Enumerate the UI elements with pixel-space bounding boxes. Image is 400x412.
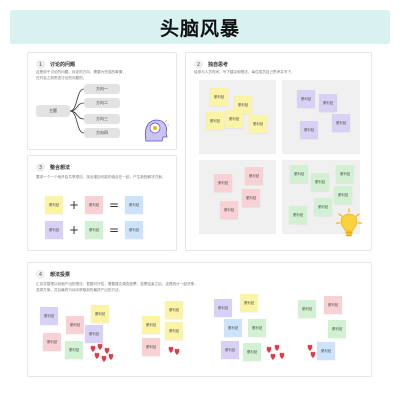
- sticky-note[interactable]: 便利贴: [45, 196, 63, 214]
- sticky-note[interactable]: 便利贴: [91, 305, 109, 323]
- sticky-note[interactable]: 便利贴: [332, 114, 350, 132]
- sticky-note[interactable]: 便利贴: [289, 206, 307, 224]
- description-line: 汇总并整理从前面产出的想法，根据可行性，需要建议调查投票，投票结束之后，这是统计…: [36, 282, 198, 286]
- description-line: 这是用于讨论的问题、待定的方向、需要为完成的事情，: [36, 70, 126, 74]
- heart-vote-icon: [90, 343, 114, 362]
- light-bulb-icon: [335, 208, 363, 237]
- sticky-note[interactable]: 便利贴: [142, 316, 160, 334]
- thinking-head-icon: [144, 119, 169, 142]
- section-title: 整合想法: [50, 165, 71, 171]
- sticky-note[interactable]: 便利贴: [85, 325, 103, 343]
- sticky-note[interactable]: 便利贴: [214, 174, 232, 192]
- section-discussion-card[interactable]: 1 讨论的问题 这是用于讨论的问题、待定的方向、需要为完成的事情， 在开会之前陈…: [27, 52, 177, 150]
- sticky-note[interactable]: 便利贴: [324, 296, 342, 314]
- sticky-note[interactable]: 便利贴: [297, 90, 315, 108]
- sticky-note[interactable]: 便利贴: [220, 201, 238, 219]
- section-header: 3 整合想法: [36, 163, 70, 172]
- section-title: 想法投票: [50, 272, 71, 278]
- sticky-note[interactable]: 便利贴: [334, 186, 352, 204]
- section-number: 3: [36, 163, 45, 172]
- sticky-note[interactable]: 便利贴: [125, 196, 143, 214]
- mindmap-branch-node[interactable]: 方向二: [84, 98, 120, 108]
- page-title: 头脑风暴: [159, 17, 240, 40]
- section-description: 这是用于讨论的问题、待定的方向、需要为完成的事情， 在开会之前陈述讨论的问题的。: [36, 69, 171, 81]
- plus-sign: +: [69, 198, 80, 212]
- sticky-note[interactable]: 便利贴: [249, 115, 267, 133]
- sticky-note[interactable]: 便利贴: [125, 221, 143, 239]
- sticky-note[interactable]: 便利贴: [65, 341, 83, 359]
- mindmap-branch-node[interactable]: 方向一: [84, 84, 120, 94]
- sticky-note[interactable]: 便利贴: [206, 112, 224, 130]
- section-number: 2: [194, 60, 203, 69]
- section-vote-card[interactable]: 4 想法投票 汇总并整理从前面产出的想法，根据可行性，需要建议调查投票，投票结束…: [27, 262, 372, 377]
- sticky-note[interactable]: 便利贴: [234, 96, 252, 114]
- section-title: 讨论的问题: [50, 62, 76, 68]
- sticky-note[interactable]: 便利贴: [165, 322, 183, 340]
- mindmap-branch-node[interactable]: 方向三: [84, 114, 120, 124]
- sticky-note[interactable]: 便利贴: [165, 301, 183, 319]
- description-line: 在开会之前陈述讨论的问题的。: [36, 76, 87, 80]
- sticky-note[interactable]: 便利贴: [214, 299, 232, 317]
- mindmap-branch-node[interactable]: 方向四: [84, 128, 120, 138]
- heart-vote-icon: [266, 344, 285, 360]
- sticky-note[interactable]: 便利贴: [45, 221, 63, 239]
- mindmap-root-node[interactable]: 主题: [36, 105, 70, 117]
- sticky-note[interactable]: 便利贴: [85, 221, 103, 239]
- sticky-note[interactable]: 便利贴: [248, 319, 266, 337]
- plus-sign: +: [69, 223, 80, 237]
- section-number: 1: [36, 60, 45, 69]
- section-combine-ideas-card[interactable]: 3 整合想法 要求一个一个地开启共享想法，找出增加可能的组合在一起，产生新的解决…: [27, 155, 177, 251]
- sticky-note[interactable]: 便利贴: [245, 167, 263, 185]
- sticky-note[interactable]: 便利贴: [210, 88, 228, 106]
- title-banner: 头脑风暴: [10, 10, 390, 44]
- section-header: 1 讨论的问题: [36, 60, 75, 69]
- sticky-note[interactable]: 便利贴: [40, 307, 58, 325]
- heart-vote-icon: [168, 346, 180, 355]
- sticky-note[interactable]: 便利贴: [319, 94, 337, 112]
- mindmap-connectors: [69, 88, 85, 134]
- sticky-note[interactable]: 便利贴: [298, 300, 316, 318]
- sticky-note[interactable]: 便利贴: [300, 121, 318, 139]
- section-description: 给参与人员时间，写下建议和想法，每位成员自己思考并写下。: [194, 70, 295, 74]
- sticky-note[interactable]: 便利贴: [336, 165, 354, 183]
- section-number: 4: [36, 270, 45, 279]
- sticky-note[interactable]: 便利贴: [224, 319, 242, 337]
- section-think-alone-card[interactable]: 2 独自思考 给参与人员时间，写下建议和想法，每位成员自己思考并写下。 便利贴 …: [185, 52, 372, 251]
- section-header: 2 独自思考: [194, 60, 228, 69]
- idea-panel[interactable]: [199, 160, 276, 234]
- sticky-note[interactable]: 便利贴: [317, 342, 335, 360]
- sticky-note[interactable]: 便利贴: [243, 343, 261, 361]
- sticky-note[interactable]: 便利贴: [225, 110, 243, 128]
- sticky-note[interactable]: 便利贴: [43, 333, 61, 351]
- sticky-note[interactable]: 便利贴: [85, 196, 103, 214]
- sticky-note[interactable]: 便利贴: [311, 173, 329, 191]
- equals-sign: =: [109, 198, 120, 212]
- description-line: 选择方案，并且最终行动中获取到的最终产出的方法。: [36, 288, 123, 292]
- section-description: 汇总并整理从前面产出的想法，根据可行性，需要建议调查投票，投票结束之后，这是统计…: [36, 281, 361, 293]
- sticky-note[interactable]: 便利贴: [290, 165, 308, 183]
- sticky-note[interactable]: 便利贴: [221, 341, 239, 359]
- sticky-note[interactable]: 便利贴: [242, 189, 260, 207]
- sticky-note[interactable]: 便利贴: [240, 294, 258, 312]
- sticky-note[interactable]: 便利贴: [142, 338, 160, 356]
- equals-sign: =: [109, 223, 120, 237]
- sticky-note[interactable]: 便利贴: [66, 316, 84, 334]
- sticky-note[interactable]: 便利贴: [328, 320, 346, 338]
- section-description: 要求一个一个地开启共享想法，找出增加可能的组合在一起，产生新的解决方案。: [36, 175, 166, 179]
- sticky-note[interactable]: 便利贴: [314, 198, 332, 216]
- section-title: 独自思考: [208, 62, 229, 68]
- heart-vote-icon: [307, 344, 316, 358]
- section-header: 4 想法投票: [36, 270, 70, 279]
